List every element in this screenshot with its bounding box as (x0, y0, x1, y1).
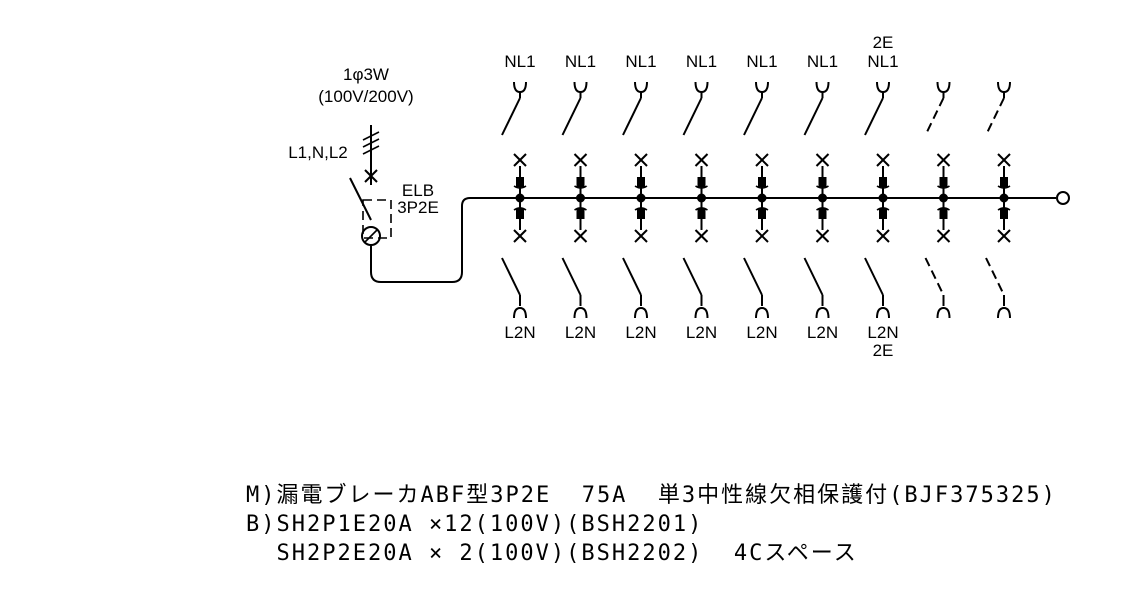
incoming-supply (362, 125, 380, 185)
supply-phase-label: 1φ3W (343, 65, 389, 84)
branch-top-label: NL1 (807, 52, 838, 71)
branch-top-label: NL1 (686, 52, 717, 71)
branch-bottom-label: L2N (625, 323, 656, 342)
branch-breaker (924, 81, 951, 319)
branch-breaker (985, 81, 1011, 319)
branch-top-label: NL1 (504, 52, 535, 71)
spec-line-branch-2: SH2P2E20A × 2(100V)(BSH2202) 4Cスペース (246, 541, 858, 566)
branch-bottom-label: L2N (504, 323, 535, 342)
branch-top-label: NL1 (746, 52, 777, 71)
main-breaker-poles: 3P2E (397, 198, 439, 217)
branch-bottom-label: L2N (565, 323, 596, 342)
branch-bottom-label: L2N (867, 323, 898, 342)
supply-voltage-label: (100V/200V) (318, 87, 413, 106)
supply-lines-label: L1,N,L2 (288, 143, 348, 162)
branch-top-label: NL1 (625, 52, 656, 71)
branch-breakers: NL1L2NNL1L2NNL1L2NNL1L2NNL1L2NNL1L2N2ENL… (501, 33, 1011, 360)
branch-top-label: NL1 (565, 52, 596, 71)
main-elb-breaker (349, 177, 1070, 283)
branch-bottom-label: L2N (746, 323, 777, 342)
spec-line-branch-1: B)SH2P1E20A ×12(100V)(BSH2201) (246, 512, 703, 537)
branch-bottom-extra-label: 2E (873, 341, 894, 360)
branch-top-extra-label: 2E (873, 33, 894, 52)
bus-terminal-circle (1056, 191, 1070, 205)
branch-bottom-label: L2N (807, 323, 838, 342)
spec-line-main: M)漏電ブレーカABF型3P2E 75A 単3中性線欠相保護付(BJF37532… (246, 483, 1057, 508)
main-breaker-type: ELB (402, 181, 434, 200)
branch-top-label: NL1 (867, 52, 898, 71)
branch-bottom-label: L2N (686, 323, 717, 342)
